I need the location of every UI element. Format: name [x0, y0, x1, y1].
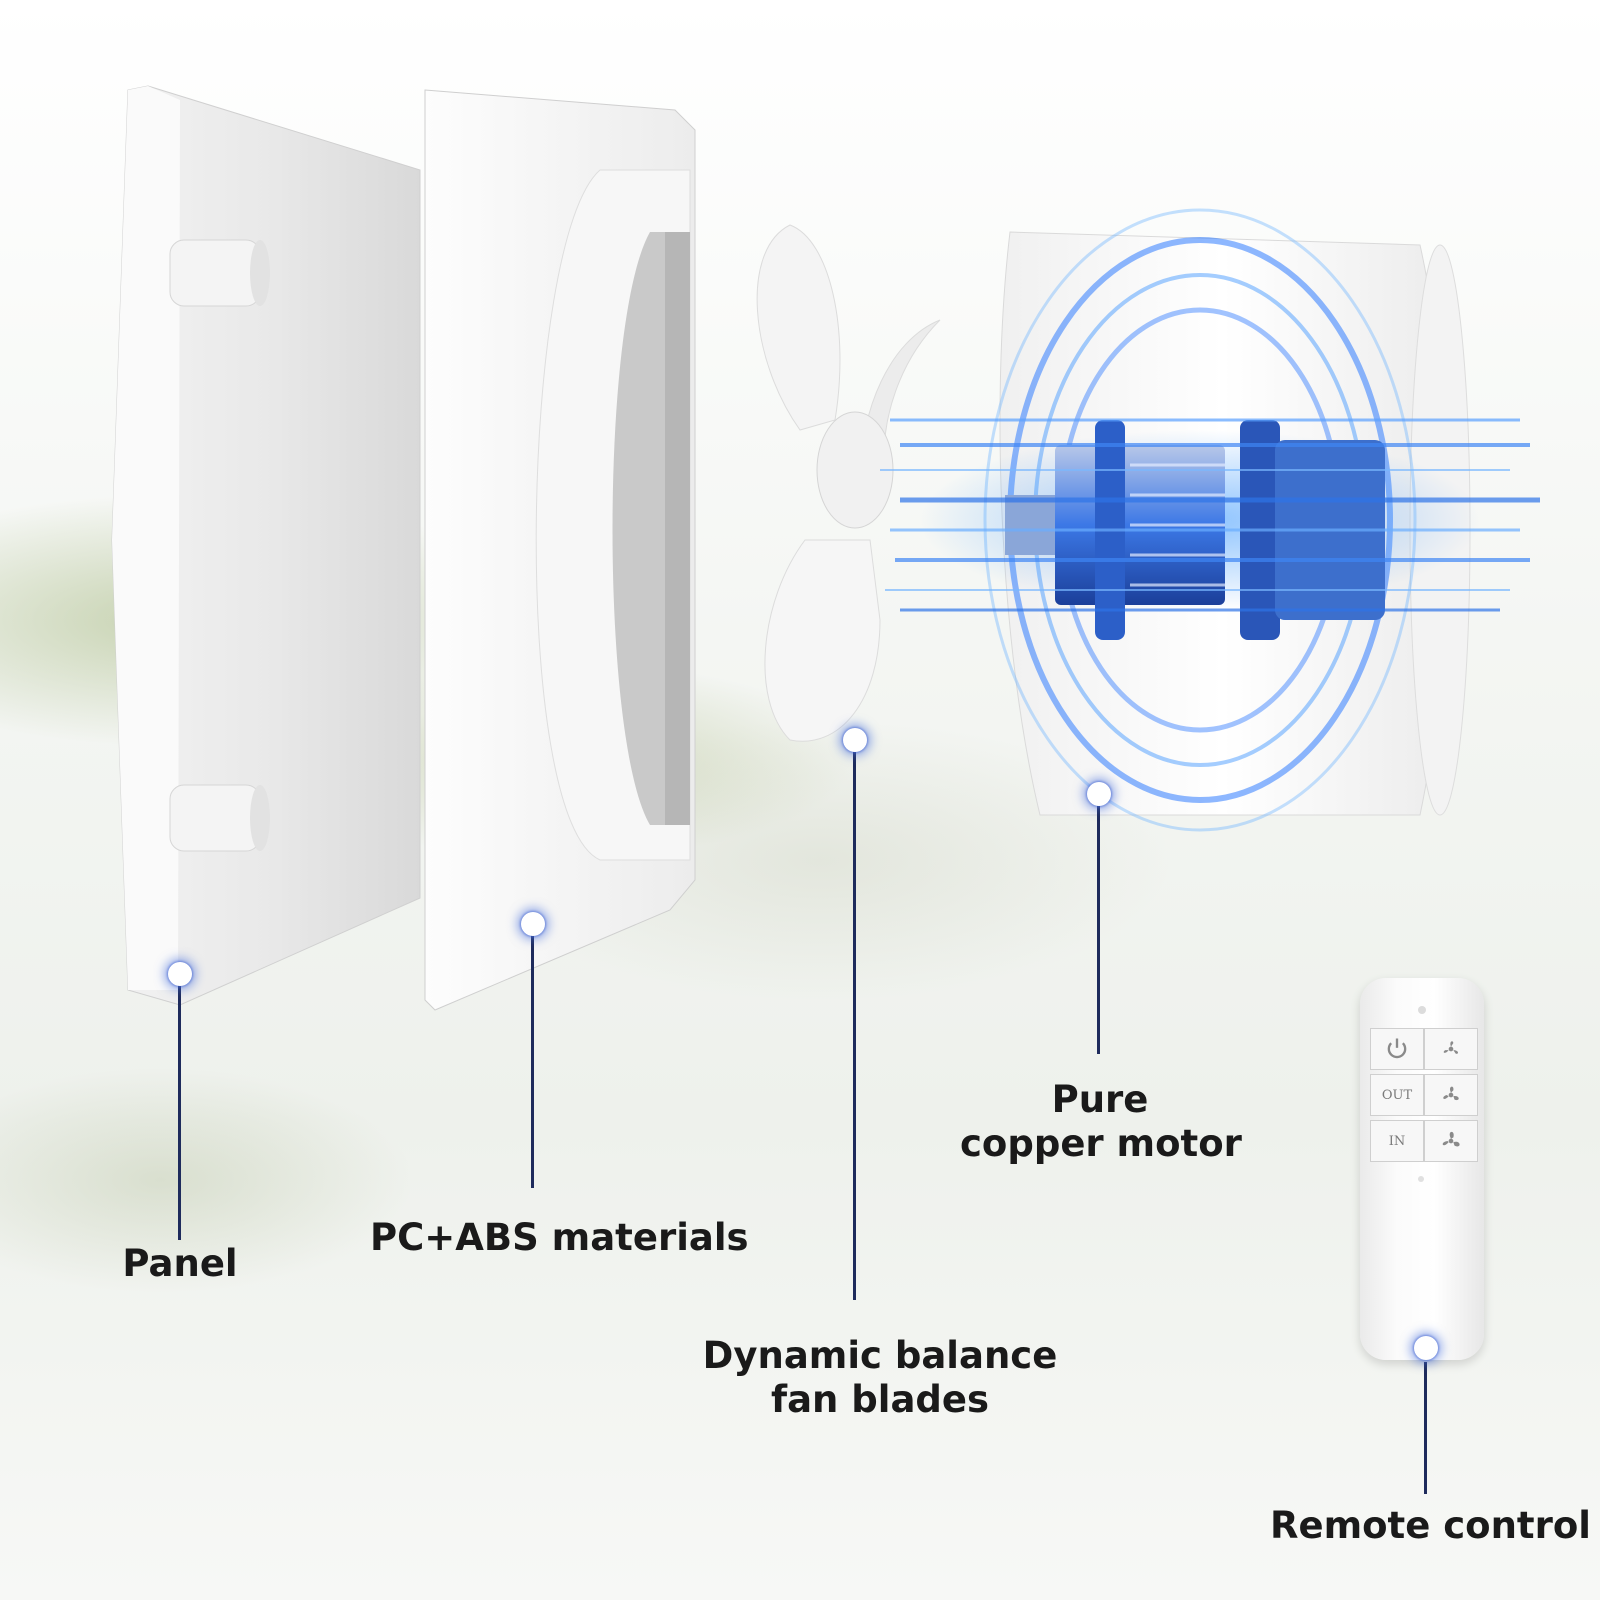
power-button-icon	[1370, 1028, 1424, 1070]
blades-label-line2: fan blades	[770, 1378, 990, 1421]
fan-speed-mid-icon	[1424, 1074, 1478, 1116]
fan-speed-high-icon	[1424, 1120, 1478, 1162]
materials-callout-dot	[521, 912, 545, 936]
motor-label-line2: copper motor	[960, 1122, 1242, 1165]
materials-label: PC+ABS materials	[370, 1216, 749, 1259]
panel-callout-dot	[168, 962, 192, 986]
remote-control-illustration: OUT IN	[1360, 978, 1484, 1360]
remote-label: Remote control	[1270, 1504, 1591, 1547]
blades-callout-line	[853, 752, 856, 1300]
remote-indicator	[1418, 1006, 1426, 1014]
blades-label: Dynamic balance fan blades	[700, 1334, 1060, 1422]
remote-indicator-bottom	[1418, 1176, 1424, 1182]
fan-blades-illustration	[756, 224, 941, 742]
motor-housing-illustration	[880, 208, 1540, 832]
out-label: OUT	[1381, 1087, 1413, 1103]
blades-label-line1: Dynamic balance	[702, 1334, 1058, 1377]
panel-callout-line	[178, 980, 181, 1240]
motor-callout-dot	[1087, 782, 1111, 806]
motor-label: Pure copper motor	[960, 1078, 1242, 1166]
in-label: IN	[1388, 1133, 1406, 1149]
remote-callout-dot	[1414, 1336, 1438, 1360]
panel-label: Panel	[122, 1242, 238, 1285]
materials-callout-line	[531, 930, 534, 1188]
remote-callout-line	[1424, 1362, 1427, 1494]
motor-callout-line	[1097, 806, 1100, 1054]
out-button: OUT	[1370, 1074, 1424, 1116]
panel-illustration	[111, 85, 421, 1006]
in-button: IN	[1370, 1120, 1424, 1162]
blades-callout-dot	[843, 728, 867, 752]
motor-label-line1: Pure	[1051, 1078, 1149, 1121]
frame-illustration	[424, 89, 696, 1011]
fan-speed-low-icon	[1424, 1028, 1478, 1070]
